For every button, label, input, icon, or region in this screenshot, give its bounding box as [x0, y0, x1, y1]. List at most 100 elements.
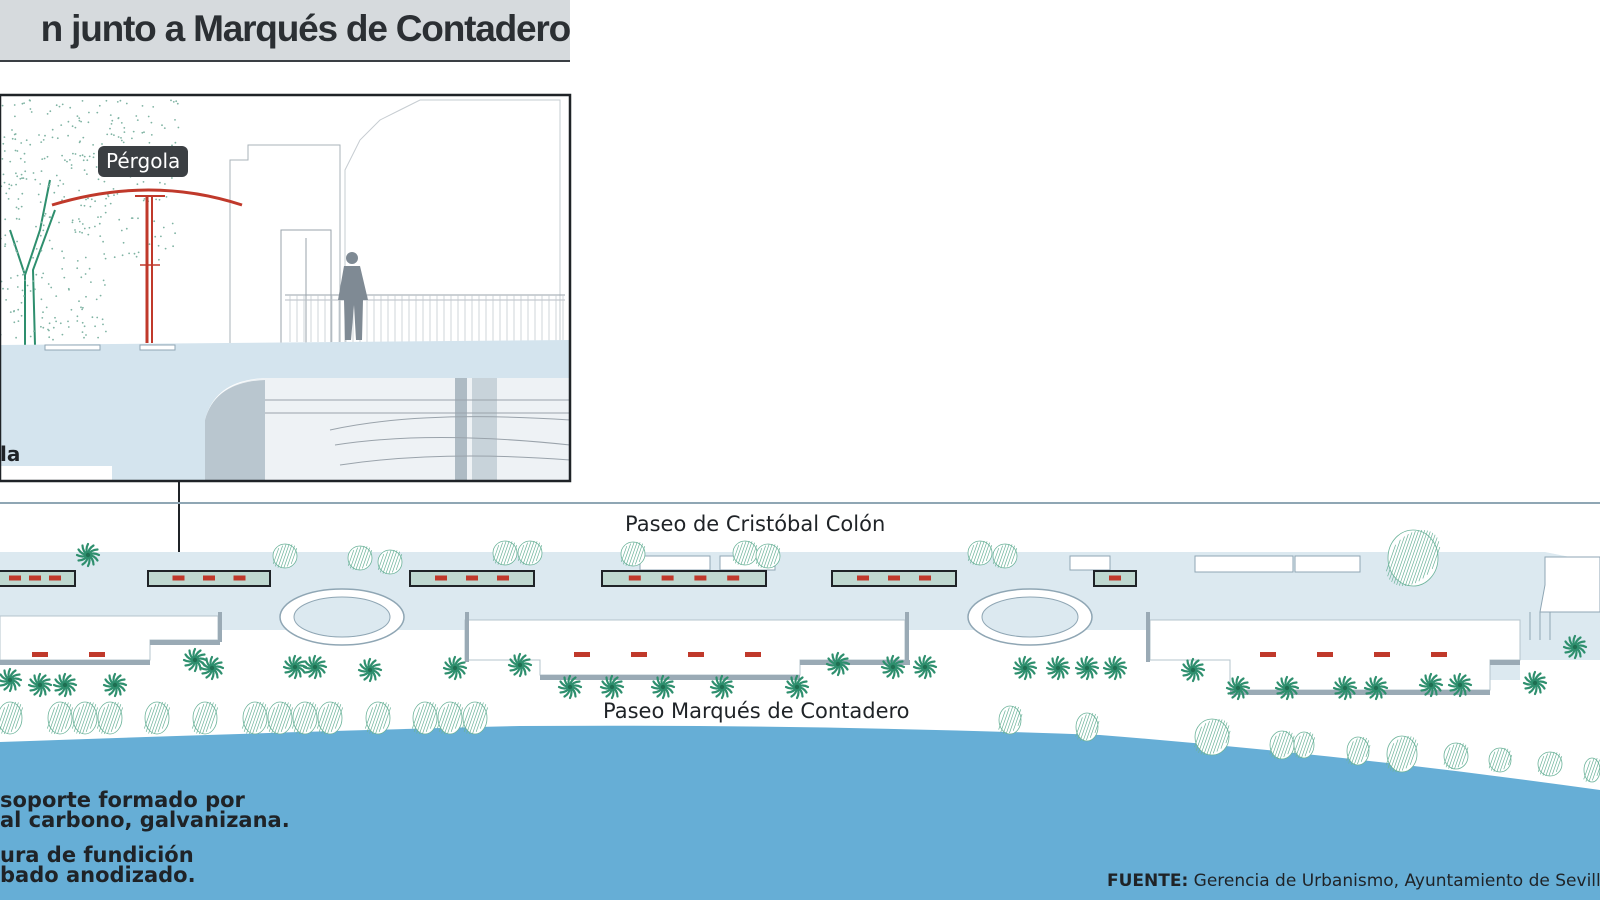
- foliage-dot: [57, 184, 60, 187]
- hatched-tree: [1075, 712, 1100, 742]
- foliage-dot: [171, 177, 173, 179]
- tree-hatch: [0, 707, 6, 722]
- foliage-dot: [91, 316, 94, 319]
- foliage-dot: [113, 134, 115, 137]
- inset-section-label: la: [0, 442, 21, 466]
- foliage-dot: [22, 269, 25, 271]
- tree-hatch: [318, 704, 330, 732]
- foliage-dot: [6, 288, 9, 290]
- foliage-dot: [69, 159, 71, 161]
- foliage-dot: [97, 336, 99, 339]
- foliage-dot: [104, 211, 107, 214]
- foliage-dot: [15, 172, 17, 175]
- tree-hatch: [497, 541, 507, 565]
- palm-crown: [719, 684, 725, 690]
- tree-hatch: [1454, 743, 1464, 769]
- tree-hatch: [382, 707, 392, 729]
- tree-hatch: [1287, 735, 1295, 755]
- foliage-dot: [158, 258, 160, 261]
- foliage-dot: [59, 179, 61, 182]
- foliage-dot: [80, 120, 82, 123]
- foliage-dot: [51, 136, 54, 139]
- tree-outline: [1583, 757, 1600, 783]
- tree-hatch: [466, 702, 478, 734]
- tree-outline: [1387, 529, 1439, 587]
- page-title: n junto a Marqués de Contadero: [40, 8, 570, 49]
- tree-hatch: [472, 702, 484, 734]
- foliage-dot: [26, 284, 29, 287]
- tree-hatch: [1396, 531, 1416, 585]
- foliage-dot: [55, 320, 57, 323]
- column: [472, 378, 497, 481]
- tree-hatch: [770, 545, 778, 567]
- foliage-dot: [72, 152, 74, 155]
- palm-crown: [367, 667, 373, 673]
- tree-hatch: [275, 545, 283, 567]
- foliage-dot: [89, 205, 92, 208]
- pergola-marker: [1109, 575, 1121, 581]
- foliage-dot: [135, 115, 138, 117]
- tree-hatch: [1411, 531, 1431, 585]
- foliage-dot: [83, 169, 86, 172]
- tree-hatch: [985, 544, 993, 562]
- tree-hatch: [495, 542, 503, 564]
- foliage-dot: [16, 286, 19, 288]
- palm-tree: [182, 647, 208, 673]
- foliage-dot: [110, 123, 113, 125]
- tree-hatch: [98, 704, 110, 732]
- pergola-marker: [9, 575, 21, 581]
- foliage-dot: [122, 241, 125, 244]
- tree-hatch: [154, 702, 166, 734]
- railing-posts: [289, 295, 564, 342]
- palm-crown: [609, 684, 615, 690]
- hatched-tree: [755, 543, 781, 569]
- tree-hatch: [1540, 753, 1548, 775]
- tree-hatch: [1200, 719, 1214, 755]
- foliage-dot: [136, 183, 139, 186]
- foliage-dot: [14, 138, 17, 141]
- tree-hatch: [425, 704, 437, 732]
- tree-hatch: [1003, 544, 1013, 568]
- tree-hatch: [364, 707, 374, 729]
- palm-crown: [1457, 682, 1463, 688]
- tree-hatch: [377, 553, 385, 571]
- foliage-dot: [41, 276, 43, 279]
- hatched-tree: [143, 701, 171, 735]
- foliage-dot: [81, 100, 84, 102]
- foliage-dot: [29, 108, 32, 110]
- foliage-dot: [20, 205, 23, 208]
- tree-hatch: [358, 546, 368, 570]
- foliage-dot: [71, 219, 74, 222]
- tree-hatch: [1365, 745, 1371, 757]
- tree-hatch: [1, 702, 13, 734]
- tree-hatch: [628, 541, 638, 567]
- tree-hatch: [1295, 732, 1305, 758]
- foliage-dot: [150, 134, 153, 136]
- pergola-label: Pérgola: [98, 146, 189, 177]
- foliage-dot: [107, 194, 109, 196]
- foliage-dot: [16, 274, 19, 277]
- foliage-dot: [96, 111, 99, 114]
- tree-hatch: [148, 702, 160, 734]
- foliage-dot: [35, 225, 37, 228]
- foliage-dot: [46, 113, 49, 115]
- tree-hatch: [274, 701, 286, 735]
- tree-hatch: [444, 701, 456, 735]
- tree-hatch: [246, 702, 258, 734]
- foliage-dot: [136, 119, 139, 121]
- hatched-tree: [71, 701, 99, 735]
- foliage-dot: [88, 111, 90, 114]
- foliage-dot: [37, 193, 40, 196]
- foliage-dot: [40, 325, 42, 328]
- tree-hatch: [1082, 712, 1094, 742]
- foliage-dot: [24, 279, 26, 282]
- tree-hatch: [79, 701, 91, 735]
- palm-tree: [709, 674, 735, 700]
- tree-hatch: [758, 545, 766, 567]
- tree-hatch: [429, 707, 439, 729]
- tree-hatch: [145, 704, 157, 732]
- tree-hatch: [327, 702, 339, 734]
- tree-hatch: [1079, 713, 1091, 741]
- tree-hatch: [1304, 733, 1314, 757]
- hatched-tree: [364, 701, 392, 735]
